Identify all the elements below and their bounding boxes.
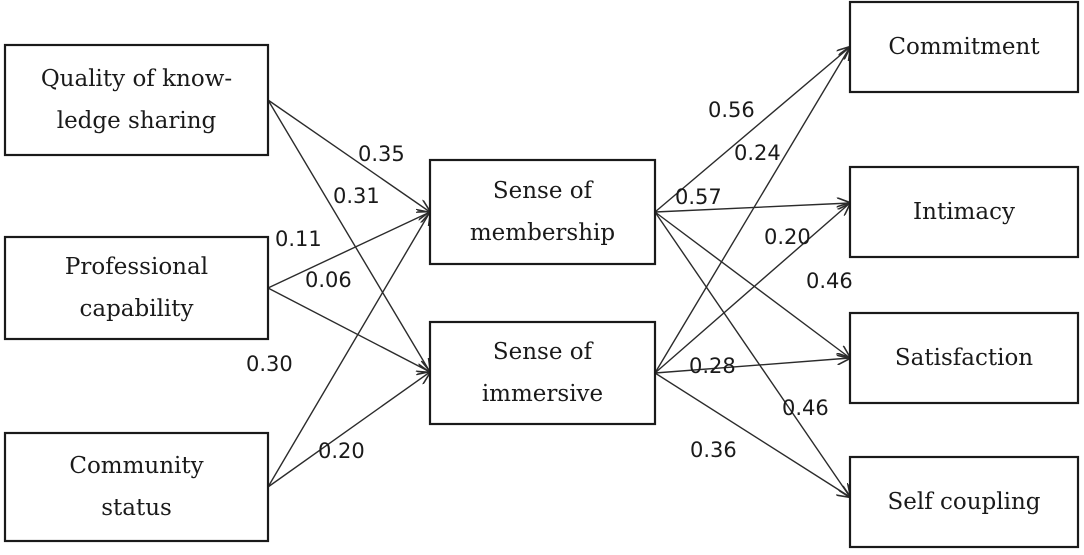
edge-label-membership-to-selfcoupling: 0.46 xyxy=(782,396,829,420)
edge-community-to-immersive xyxy=(267,372,430,488)
edge-immersive-to-satisfaction xyxy=(654,358,850,374)
edge-label-immersive-to-selfcoupling: 0.36 xyxy=(690,438,737,462)
edge-label-membership-to-satisfaction: 0.46 xyxy=(806,269,853,293)
edges-layer xyxy=(267,47,850,497)
edge-label-community-to-membership: 0.30 xyxy=(246,352,293,376)
node-selfcoupling: Self coupling xyxy=(848,455,1080,549)
node-text-commitment-0: Commitment xyxy=(888,34,1040,60)
node-membership: Sense of membership xyxy=(428,158,657,266)
node-box-professional xyxy=(3,235,270,341)
edge-label-immersive-to-commitment: 0.24 xyxy=(734,141,781,165)
node-text-immersive-0: Sense of xyxy=(493,339,594,365)
edge-professional-to-immersive xyxy=(267,287,430,372)
node-box-membership xyxy=(428,158,657,266)
edge-quality-to-immersive xyxy=(267,99,430,372)
edge-label-membership-to-intimacy: 0.57 xyxy=(675,185,722,209)
node-quality: Quality of know-ledge sharing xyxy=(3,43,270,157)
node-community: Community status xyxy=(3,431,270,543)
node-commitment: Commitment xyxy=(848,0,1080,94)
node-text-satisfaction-0: Satisfaction xyxy=(895,345,1033,371)
edge-professional-to-membership xyxy=(267,212,430,289)
node-box-community xyxy=(3,431,270,543)
node-satisfaction: Satisfaction xyxy=(848,311,1080,405)
edge-membership-to-intimacy xyxy=(654,203,850,213)
node-intimacy: Intimacy xyxy=(848,165,1080,259)
node-text-selfcoupling-0: Self coupling xyxy=(887,489,1040,515)
nodes-layer: Quality of know-ledge sharingProfessiona… xyxy=(3,0,1080,549)
edge-label-quality-to-membership: 0.35 xyxy=(358,142,405,166)
node-text-immersive-1: immersive xyxy=(482,381,603,407)
node-text-membership-1: membership xyxy=(470,220,615,246)
edge-membership-to-commitment xyxy=(654,47,850,213)
edge-immersive-to-selfcoupling xyxy=(654,372,850,497)
node-text-intimacy-0: Intimacy xyxy=(913,199,1015,225)
node-box-selfcoupling xyxy=(848,455,1080,549)
edge-label-professional-to-membership: 0.11 xyxy=(275,227,322,251)
edge-immersive-to-commitment xyxy=(654,47,850,374)
edge-membership-to-satisfaction xyxy=(654,211,850,358)
edge-label-professional-to-immersive: 0.06 xyxy=(305,268,352,292)
node-text-community-1: status xyxy=(101,495,172,521)
edge-membership-to-selfcoupling xyxy=(654,211,850,497)
node-box-quality xyxy=(3,43,270,157)
node-text-membership-0: Sense of xyxy=(493,178,594,204)
node-box-immersive xyxy=(428,320,657,426)
node-text-quality-1: ledge sharing xyxy=(57,108,217,134)
edge-label-community-to-immersive: 0.20 xyxy=(318,439,365,463)
node-text-quality-0: Quality of know- xyxy=(41,66,232,92)
edge-community-to-membership xyxy=(267,212,430,488)
edge-label-quality-to-immersive: 0.31 xyxy=(333,184,380,208)
labels-layer: 0.35 0.31 0.11 0.06 0.30 0.20 0.56 0.57 0.46 0.46… xyxy=(246,98,853,463)
edge-label-immersive-to-satisfaction: 0.28 xyxy=(689,354,736,378)
node-box-satisfaction xyxy=(848,311,1080,405)
node-text-professional-1: capability xyxy=(79,296,193,322)
node-professional: Professional capability xyxy=(3,235,270,341)
node-immersive: Sense of immersive xyxy=(428,320,657,426)
edge-quality-to-membership xyxy=(267,99,430,212)
edge-immersive-to-intimacy xyxy=(654,203,850,374)
node-box-commitment xyxy=(848,0,1080,94)
node-text-community-0: Community xyxy=(69,453,203,479)
node-box-intimacy xyxy=(848,165,1080,259)
node-text-professional-0: Professional xyxy=(65,254,208,280)
edge-label-immersive-to-intimacy: 0.20 xyxy=(764,225,811,249)
edge-label-membership-to-commitment: 0.56 xyxy=(708,98,755,122)
